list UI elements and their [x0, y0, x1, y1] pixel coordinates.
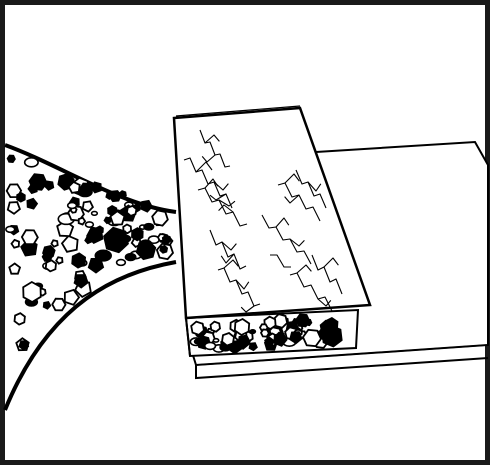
layer-particle — [250, 330, 255, 333]
stream-particle — [79, 218, 85, 225]
stream-particle — [160, 245, 168, 253]
stream-particle — [117, 260, 126, 266]
stream-particle — [46, 260, 56, 271]
stream-particle — [127, 206, 136, 216]
stream-particle — [7, 155, 15, 162]
stream-particle — [86, 222, 94, 227]
stream-particle — [23, 282, 41, 302]
layer-particle — [261, 330, 269, 337]
stream-particle — [119, 191, 126, 199]
stream-particle — [125, 254, 135, 261]
stream-particle — [6, 226, 15, 232]
stream-particle — [95, 250, 111, 261]
stream-particle — [25, 158, 38, 167]
layer-particle — [235, 319, 249, 335]
stream-particle — [152, 210, 168, 225]
flow-stream — [5, 145, 176, 410]
layer-particle — [213, 339, 218, 342]
stream-particle — [92, 211, 98, 215]
stream-particle — [22, 230, 38, 244]
layer-particle — [205, 342, 216, 349]
stream-particle — [15, 313, 25, 324]
layer-particle — [222, 333, 234, 346]
stream-particle — [68, 203, 77, 209]
stream-particle — [132, 228, 144, 241]
stream-particle — [56, 257, 62, 263]
layer-particle — [211, 322, 221, 332]
stream-particle — [12, 240, 20, 248]
stream-particle — [144, 224, 154, 230]
stream-particle — [162, 235, 170, 244]
layer-particle — [303, 330, 321, 346]
stream-particle — [51, 240, 57, 246]
stream-particle — [17, 193, 26, 203]
stream-particle — [52, 299, 65, 311]
stream-particle — [80, 183, 92, 194]
